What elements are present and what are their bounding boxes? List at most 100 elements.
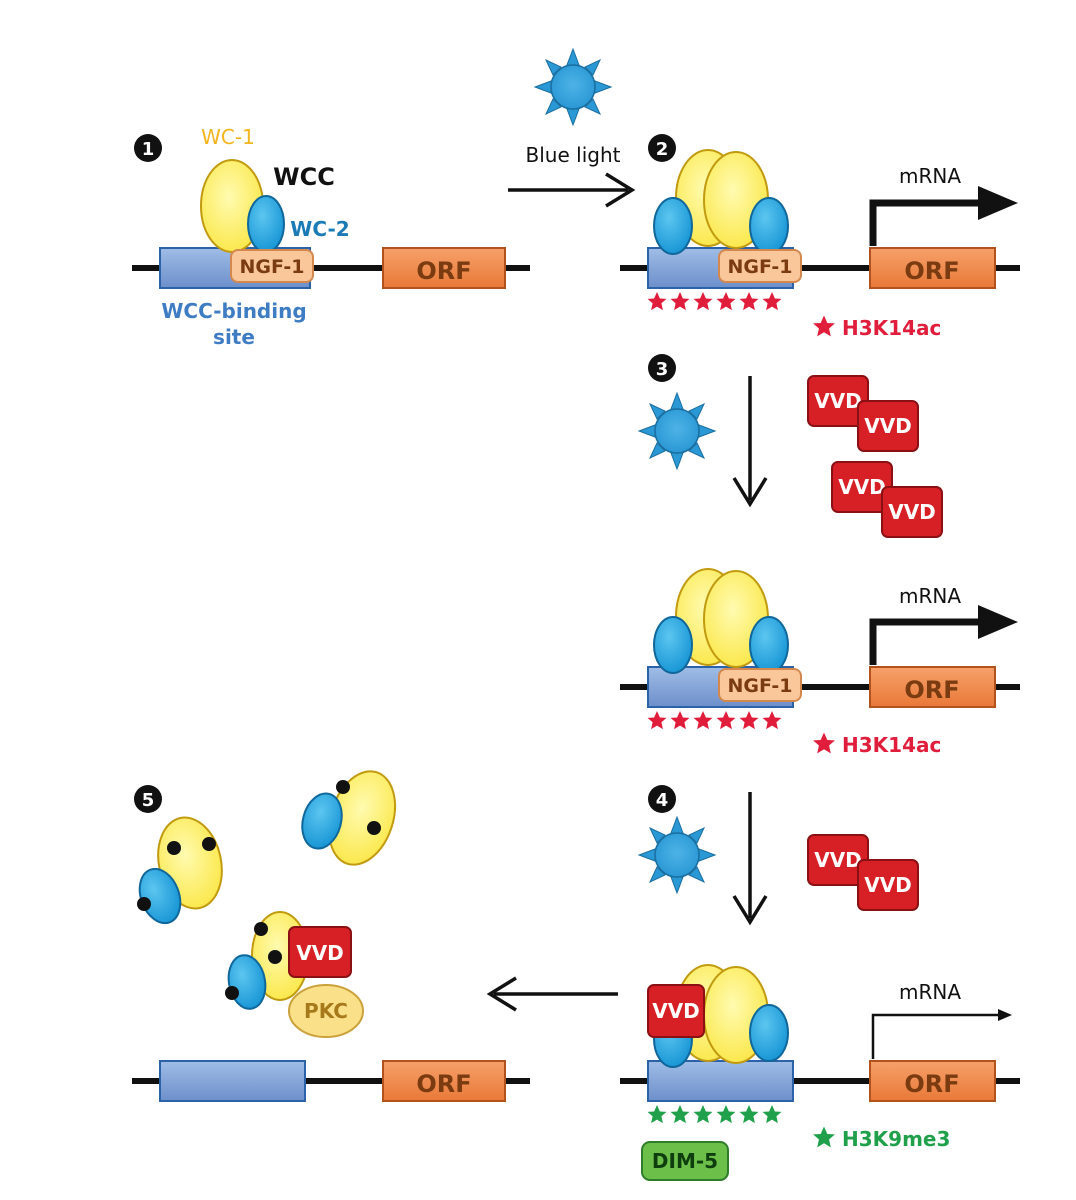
dim5-label: DIM-5 (652, 1149, 718, 1173)
phosphate-dot (336, 780, 350, 794)
phosphate-dot (268, 950, 282, 964)
vvd-label: VVD (864, 414, 912, 438)
vvd-dimer: VVD VVD (831, 461, 943, 538)
mrna-arrow-head (978, 605, 1018, 639)
vvd-box (288, 926, 352, 978)
wcc-vvd-pkc-complex: PKC VVD (225, 911, 364, 1038)
phosphate-dot (225, 986, 239, 1000)
phosphate-dot (137, 897, 151, 911)
panel-2: 2 ORF NGF-1 mRNA H3K14ac (620, 134, 1020, 340)
step-4-badge (648, 785, 676, 813)
h3k14ac-stars (647, 711, 782, 730)
h3k9me3-stars (647, 1105, 782, 1124)
phosphate-dot (254, 922, 268, 936)
phosphate-dot (202, 837, 216, 851)
orf-box (382, 1060, 506, 1102)
vvd-dimer: VVD VVD (807, 375, 919, 452)
transition-4-to-5 (486, 976, 618, 1012)
vvd-label: VVD (814, 389, 862, 413)
vvd-box (857, 859, 919, 911)
wc2-protein (749, 616, 789, 674)
vvd-box (857, 400, 919, 452)
transition-3-to-4: 4 VVD VVD (638, 785, 919, 926)
wc2-label: WC-2 (290, 217, 349, 241)
step-4-number: 4 (656, 790, 669, 811)
transition-2-to-3: 3 VVD VVD VVD VVD (638, 354, 943, 538)
step-1-number: 1 (142, 139, 155, 160)
pkc-protein (288, 984, 364, 1038)
blue-light-label: Blue light (526, 143, 621, 167)
arrow-right-head (605, 172, 636, 208)
step-3-badge (648, 354, 676, 382)
vvd-label: VVD (888, 500, 936, 524)
phosphate-dot (167, 841, 181, 855)
mrna-arrow (869, 199, 990, 246)
ngf1-label: NGF-1 (240, 256, 305, 278)
wcc-binding-site-box (159, 1060, 306, 1102)
arrow-left-head (486, 976, 517, 1012)
wc1-label: WC-1 (201, 125, 255, 149)
phosphate-dot (367, 821, 381, 835)
orf-label: ORF (904, 676, 959, 704)
h3k14ac-legend-star (813, 315, 835, 337)
h3k14ac-stars (647, 292, 782, 311)
pkc-label: PKC (304, 999, 348, 1023)
ngf1-label: NGF-1 (728, 256, 793, 278)
ngf1-label: NGF-1 (728, 675, 793, 697)
mrna-label: mRNA (899, 164, 961, 188)
h3k9me3-label: H3K9me3 (842, 1127, 950, 1151)
arrow-down-head (732, 895, 768, 926)
panel-4: ORF VVD DIM-5 mRNA H3K9me3 (620, 964, 1020, 1181)
ngf1-box (230, 249, 314, 283)
vvd-label: VVD (652, 999, 700, 1023)
ngf1-box (718, 249, 802, 283)
h3k9me3-legend-star (813, 1126, 835, 1148)
orf-label: ORF (904, 1070, 959, 1098)
ngf1-box (718, 668, 802, 702)
wc2-protein (749, 1004, 789, 1062)
phosphorylated-wcc (137, 816, 223, 925)
sun-icon (638, 816, 716, 894)
wc2-protein (653, 616, 693, 674)
dim5-box (641, 1141, 729, 1181)
transition-1-to-2: Blue light (508, 48, 636, 208)
step-1-badge (134, 134, 162, 162)
step-5-number: 5 (142, 790, 155, 811)
wcc-binding-site-label-1: WCC-binding (161, 299, 306, 323)
sun-icon (534, 48, 612, 126)
arrow-down-head (732, 477, 768, 508)
wc2-protein (749, 197, 789, 255)
step-2-number: 2 (656, 139, 669, 160)
mrna-label: mRNA (899, 584, 961, 608)
mrna-label: mRNA (899, 980, 961, 1004)
step-2-badge (648, 134, 676, 162)
mrna-arrow (871, 1013, 1005, 1059)
wc2-protein (247, 195, 285, 253)
wc2-protein (301, 792, 343, 850)
wcc-label: WCC (273, 163, 335, 191)
vvd-label: VVD (814, 848, 862, 872)
wc2-protein (653, 197, 693, 255)
orf-box (869, 666, 996, 708)
mrna-arrow-head (978, 186, 1018, 220)
step-3-number: 3 (656, 359, 669, 380)
phosphorylated-wcc (301, 770, 397, 866)
panel-5: 5 PKC VVD (132, 770, 530, 1102)
mrna-arrow-head (998, 1009, 1012, 1021)
orf-box (869, 247, 996, 289)
panel-3: ORF NGF-1 mRNA H3K14ac (620, 568, 1020, 757)
wcc-binding-site-label-2: site (213, 325, 255, 349)
orf-label: ORF (416, 257, 471, 285)
vvd-label: VVD (838, 475, 886, 499)
vvd-label: VVD (296, 941, 344, 965)
vvd-box (881, 486, 943, 538)
step-5-badge (134, 785, 162, 813)
vvd-label: VVD (864, 873, 912, 897)
h3k14ac-label: H3K14ac (842, 733, 941, 757)
orf-label: ORF (904, 257, 959, 285)
sun-icon (638, 392, 716, 470)
vvd-box (647, 984, 705, 1038)
panel-1: 1 WC-1 WCC WC-2 ORF NGF-1 WCC-binding si… (132, 125, 530, 349)
mrna-arrow (869, 618, 990, 665)
